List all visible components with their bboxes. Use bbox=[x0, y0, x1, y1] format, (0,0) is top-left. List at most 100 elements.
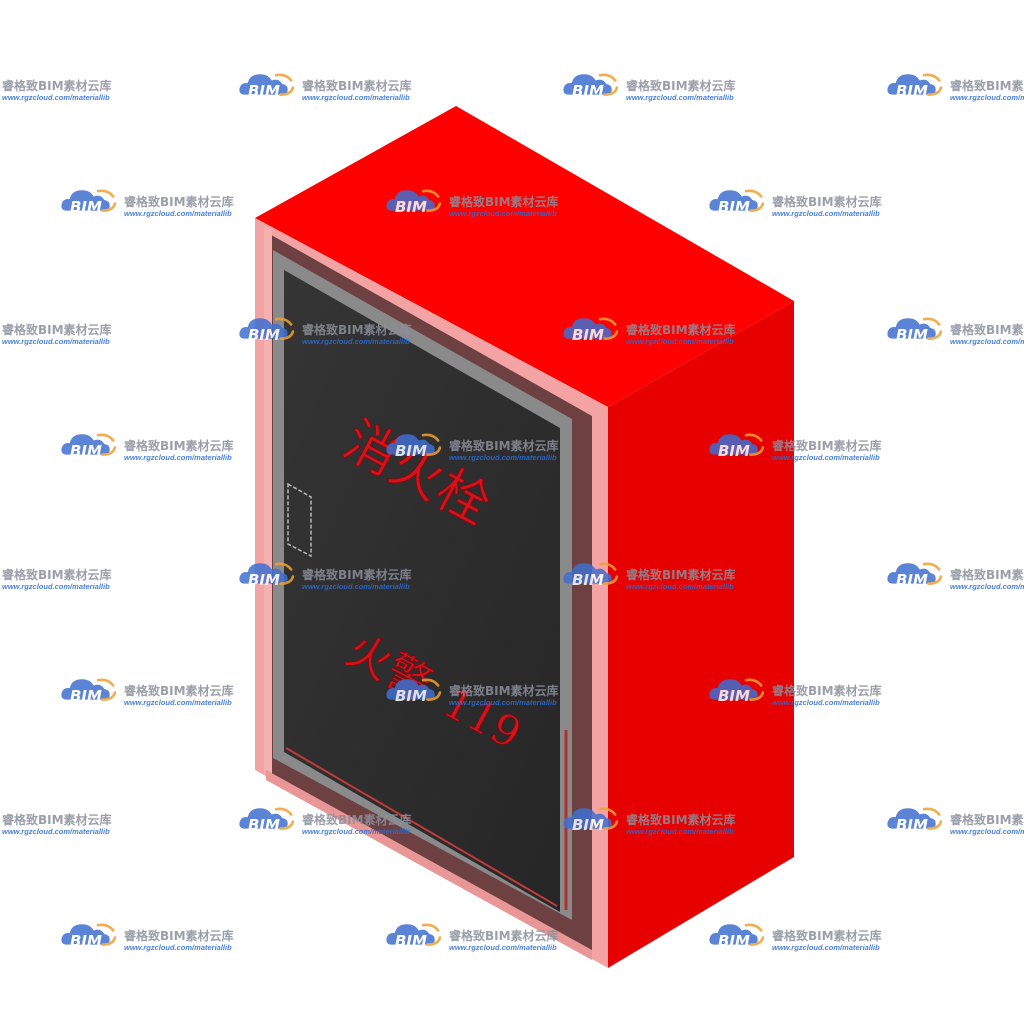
watermark-url-text: www.rgzcloud.com/materiallib bbox=[302, 93, 410, 102]
watermark-logo-text: BIM bbox=[718, 198, 750, 216]
watermark-logo-text: BIM bbox=[718, 442, 750, 460]
watermark-stamp: BIM 睿格致BIM素材云库www.rgzcloud.com/materialli… bbox=[238, 561, 412, 591]
watermark-logo-text: BIM bbox=[70, 442, 102, 460]
watermark-brand-text: 睿格致BIM素材云库 bbox=[124, 928, 234, 943]
watermark-url-text: www.rgzcloud.com/materiallib bbox=[950, 93, 1024, 102]
watermark-stamp: BIM 睿格致BIM素材云库www.rgzcloud.com/materialli… bbox=[60, 188, 234, 218]
watermark-url-text: www.rgzcloud.com/materiallib bbox=[2, 93, 110, 102]
watermark-logo-text: BIM bbox=[718, 932, 750, 950]
watermark-url-text: www.rgzcloud.com/materiallib bbox=[124, 453, 232, 462]
watermark-url-text: www.rgzcloud.com/materiallib bbox=[449, 943, 557, 952]
watermark-url-text: www.rgzcloud.com/materiallib bbox=[2, 827, 110, 836]
watermark-url-text: www.rgzcloud.com/materiallib bbox=[950, 827, 1024, 836]
frame-left-highlight bbox=[264, 226, 272, 778]
watermark-brand-text: 睿格致BIM素材云库 bbox=[950, 812, 1024, 827]
watermark-stamp: BIM睿格致BIM素材云库www.rgzcloud.com/materialli… bbox=[886, 316, 1024, 346]
watermark-url-text: www.rgzcloud.com/materiallib bbox=[302, 827, 410, 836]
watermark-logo-text: BIM bbox=[248, 82, 280, 100]
watermark-brand-text: 睿格致BIM素材云库 bbox=[302, 812, 412, 827]
cabinet-side-face bbox=[608, 301, 794, 968]
watermark-logo-text: BIM bbox=[896, 571, 928, 589]
watermark-logo-text: BIM bbox=[572, 816, 604, 834]
watermark-brand-text: 睿格致BIM素材云库 bbox=[124, 438, 234, 453]
watermark-brand-text: 睿格致BIM素材云库 bbox=[950, 567, 1024, 582]
watermark-url-text: www.rgzcloud.com/materiallib bbox=[302, 582, 410, 591]
watermark-logo-text: BIM bbox=[395, 687, 427, 705]
watermark-layer: BIM睿格致BIM素材云库www.rgzcloud.com/materialli… bbox=[2, 72, 1024, 952]
watermark-url-text: www.rgzcloud.com/materiallib bbox=[772, 698, 880, 707]
watermark-stamp: BIM睿格致BIM素材云库www.rgzcloud.com/materialli… bbox=[2, 322, 112, 346]
watermark-url-text: www.rgzcloud.com/materiallib bbox=[626, 827, 734, 836]
watermark-stamp: BIM 睿格致BIM素材云库www.rgzcloud.com/materialli… bbox=[708, 432, 882, 462]
watermark-logo-text: BIM bbox=[896, 816, 928, 834]
watermark-url-text: www.rgzcloud.com/materiallib bbox=[950, 582, 1024, 591]
watermark-url-text: www.rgzcloud.com/materiallib bbox=[626, 582, 734, 591]
watermark-brand-text: 睿格致BIM素材云库 bbox=[772, 683, 882, 698]
watermark-brand-text: 睿格致BIM素材云库 bbox=[2, 322, 112, 337]
watermark-brand-text: 睿格致BIM素材云库 bbox=[124, 194, 234, 209]
watermark-url-text: www.rgzcloud.com/materiallib bbox=[626, 93, 734, 102]
watermark-stamp: BIM睿格致BIM素材云库www.rgzcloud.com/materialli… bbox=[2, 78, 112, 102]
watermark-stamp: BIM睿格致BIM素材云库www.rgzcloud.com/materialli… bbox=[2, 812, 112, 836]
watermark-stamp: BIM 睿格致BIM素材云库www.rgzcloud.com/materialli… bbox=[60, 432, 234, 462]
watermark-logo-text: BIM bbox=[572, 571, 604, 589]
watermark-url-text: www.rgzcloud.com/materiallib bbox=[302, 337, 410, 346]
watermark-logo-text: BIM bbox=[718, 687, 750, 705]
watermark-logo-text: BIM bbox=[395, 198, 427, 216]
watermark-stamp: BIM 睿格致BIM素材云库www.rgzcloud.com/materialli… bbox=[708, 677, 882, 707]
watermark-logo-text: BIM bbox=[572, 82, 604, 100]
watermark-logo-text: BIM bbox=[395, 442, 427, 460]
watermark-brand-text: 睿格致BIM素材云库 bbox=[449, 683, 559, 698]
watermark-stamp: BIM睿格致BIM素材云库www.rgzcloud.com/materialli… bbox=[886, 72, 1024, 102]
watermark-url-text: www.rgzcloud.com/materiallib bbox=[772, 209, 880, 218]
watermark-url-text: www.rgzcloud.com/materiallib bbox=[2, 582, 110, 591]
watermark-url-text: www.rgzcloud.com/materiallib bbox=[772, 453, 880, 462]
watermark-stamp: BIM 睿格致BIM素材云库www.rgzcloud.com/materialli… bbox=[562, 561, 736, 591]
watermark-stamp: BIM 睿格致BIM素材云库www.rgzcloud.com/materialli… bbox=[886, 561, 1024, 591]
watermark-brand-text: 睿格致BIM素材云库 bbox=[772, 438, 882, 453]
watermark-logo-text: BIM bbox=[248, 326, 280, 344]
fire-hydrant-cabinet: 消火栓 火警 119 bbox=[255, 106, 794, 968]
watermark-url-text: www.rgzcloud.com/materiallib bbox=[2, 337, 110, 346]
watermark-stamp: BIM睿格致BIM素材云库www.rgzcloud.com/materialli… bbox=[2, 567, 112, 591]
watermark-logo-text: BIM bbox=[70, 198, 102, 216]
door-panel bbox=[284, 270, 560, 912]
watermark-brand-text: 睿格致BIM素材云库 bbox=[950, 322, 1024, 337]
watermark-url-text: www.rgzcloud.com/materiallib bbox=[124, 698, 232, 707]
frame-bottom-highlight bbox=[266, 770, 592, 960]
watermark-url-text: www.rgzcloud.com/materiallib bbox=[449, 209, 557, 218]
watermark-brand-text: 睿格致BIM素材云库 bbox=[302, 322, 412, 337]
watermark-brand-text: 睿格致BIM素材云库 bbox=[950, 78, 1024, 93]
watermark-logo-text: BIM bbox=[70, 932, 102, 950]
watermark-brand-text: 睿格致BIM素材云库 bbox=[2, 567, 112, 582]
watermark-brand-text: 睿格致BIM素材云库 bbox=[626, 567, 736, 582]
watermark-url-text: www.rgzcloud.com/materiallib bbox=[124, 209, 232, 218]
watermark-stamp: BIM 睿格致BIM素材云库www.rgzcloud.com/materialli… bbox=[562, 316, 736, 346]
watermark-logo-text: BIM bbox=[572, 326, 604, 344]
watermark-stamp: BIM 睿格致BIM素材云库www.rgzcloud.com/materialli… bbox=[708, 922, 882, 952]
watermark-brand-text: 睿格致BIM素材云库 bbox=[2, 78, 112, 93]
watermark-logo-text: BIM bbox=[896, 326, 928, 344]
watermark-url-text: www.rgzcloud.com/materiallib bbox=[626, 337, 734, 346]
watermark-stamp: BIM 睿格致BIM素材云库www.rgzcloud.com/materialli… bbox=[238, 806, 412, 836]
watermark-brand-text: 睿格致BIM素材云库 bbox=[302, 567, 412, 582]
watermark-stamp: BIM 睿格致BIM素材云库www.rgzcloud.com/materialli… bbox=[886, 806, 1024, 836]
watermark-logo-text: BIM bbox=[248, 816, 280, 834]
door-handle-icon bbox=[287, 482, 312, 558]
watermark-brand-text: 睿格致BIM素材云库 bbox=[772, 928, 882, 943]
watermark-brand-text: 睿格致BIM素材云库 bbox=[124, 683, 234, 698]
watermark-logo-text: BIM bbox=[248, 571, 280, 589]
watermark-url-text: www.rgzcloud.com/materiallib bbox=[772, 943, 880, 952]
watermark-brand-text: 睿格致BIM素材云库 bbox=[626, 322, 736, 337]
watermark-url-text: www.rgzcloud.com/materiallib bbox=[449, 453, 557, 462]
watermark-brand-text: 睿格致BIM素材云库 bbox=[2, 812, 112, 827]
